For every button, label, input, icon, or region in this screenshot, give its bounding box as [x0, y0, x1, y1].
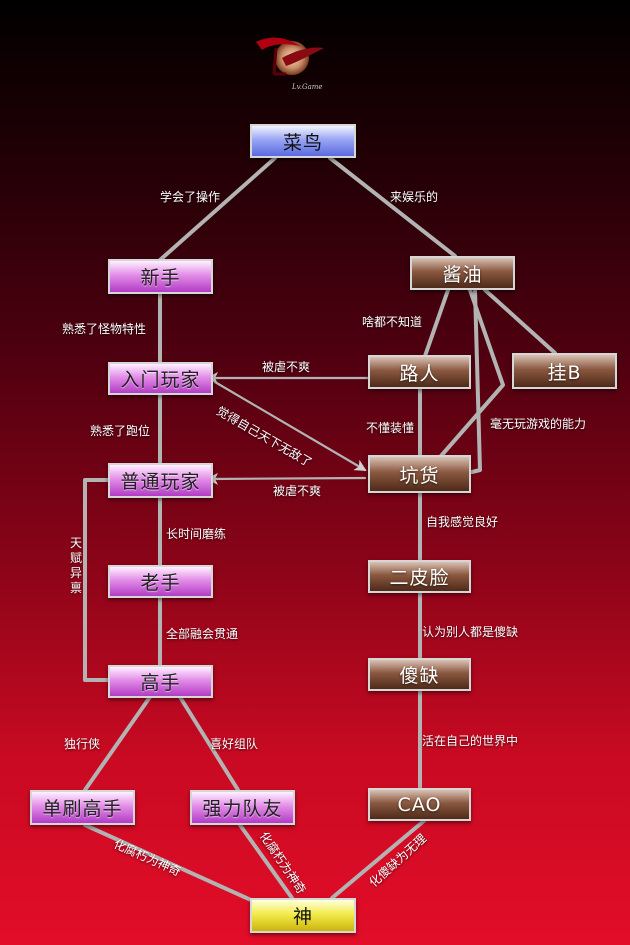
- edge-label-others-are-fools: 认为别人都是傻缺: [422, 625, 519, 639]
- node-xinshou: 新手: [108, 259, 213, 294]
- edge-danshua-shen: [83, 823, 264, 907]
- node-erpilian: 二皮脸: [368, 560, 471, 593]
- edge-gaoshou-qiangli: [178, 695, 240, 792]
- node-danshua: 单刷高手: [30, 790, 135, 825]
- node-luren: 路人: [368, 355, 471, 389]
- edge-label-own-world: 活在自己的世界中: [422, 734, 519, 748]
- edge-jiangyou-luren: [423, 288, 450, 358]
- game-logo: [252, 28, 326, 94]
- node-jiangyou: 酱油: [410, 256, 515, 290]
- edge-label-self-feel-good: 自我感觉良好: [426, 515, 499, 529]
- node-shen: 神: [250, 898, 356, 933]
- node-guab: 挂B: [512, 353, 617, 389]
- edge-label-knows-positioning: 熟悉了跑位: [90, 424, 151, 438]
- edge-jiangyou-kenghuo-loop: [470, 288, 482, 474]
- edge-label-abused-unhappy-2: 被虐不爽: [273, 484, 322, 498]
- edge-label-lone-ranger: 独行侠: [64, 737, 101, 751]
- edge-label-talent: 天赋异禀: [70, 536, 83, 595]
- edge-label-mastered-all: 全部融会贯通: [166, 627, 239, 641]
- node-putong: 普通玩家: [108, 463, 213, 498]
- logo-text: Lv.Game: [292, 83, 323, 91]
- edge-label-for-fun: 来娱乐的: [390, 190, 439, 204]
- edge-qiangli-shen: [238, 823, 294, 900]
- edge-label-likes-teaming: 喜好组队: [210, 737, 259, 751]
- edge-label-long-grinding: 长时间磨练: [166, 527, 227, 541]
- edge-label-no-game-ability: 毫无玩游戏的能力: [490, 417, 587, 431]
- node-gaoshou: 高手: [108, 665, 213, 698]
- logo-emblem-icon: [256, 37, 324, 76]
- edge-cainiao-xinshou: [158, 156, 277, 262]
- edge-cao-shen: [330, 818, 427, 900]
- node-rumen: 入门玩家: [108, 362, 213, 395]
- edge-label-abused-unhappy-1: 被虐不爽: [262, 360, 311, 374]
- node-cao: CAO: [368, 788, 471, 821]
- edge-putong-gaoshou-talent: [83, 478, 112, 682]
- edge-label-learned-controls: 学会了操作: [160, 190, 221, 204]
- edge-label-no-gear-knowledge: 不懂装懂: [366, 421, 415, 435]
- node-kenghuo: 坑货: [368, 455, 471, 493]
- edge-kenghuo-putong-arrow: [206, 472, 367, 485]
- edge-gaoshou-danshua: [83, 695, 152, 792]
- edge-rumen-kenghuo-arrow: [213, 380, 367, 472]
- edge-jiangyou-shaque-loop: [418, 288, 505, 482]
- edge-label-knows-monsters: 熟悉了怪物特性: [62, 322, 147, 336]
- node-laoshou: 老手: [108, 565, 213, 598]
- node-qiangli: 强力队友: [190, 790, 295, 825]
- node-cainiao: 菜鸟: [250, 124, 356, 158]
- edge-jiangyou-guab: [483, 288, 557, 355]
- edge-label-knows-nothing: 啥都不知道: [362, 315, 423, 329]
- node-shaque: 傻缺: [368, 658, 471, 691]
- edge-cainiao-jiangyou: [328, 156, 457, 258]
